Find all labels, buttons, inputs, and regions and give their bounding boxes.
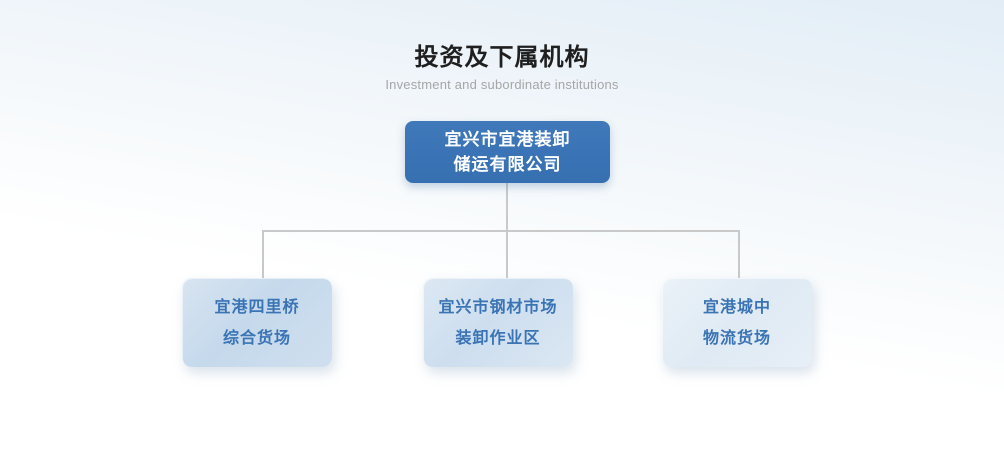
org-child-node-2: 宜兴市钢材市场 装卸作业区	[423, 278, 573, 367]
org-child-1-name-line1: 宜港四里桥	[214, 298, 300, 316]
org-child-1-name-line2: 综合货场	[222, 329, 291, 347]
org-root-node: 宜兴市宜港装卸 储运有限公司	[405, 121, 610, 183]
page-subtitle: Investment and subordinate institutions	[385, 76, 619, 92]
org-child-3-name-line1: 宜港城中	[702, 298, 771, 316]
page-header: 投资及下属机构 Investment and subordinate insti…	[0, 44, 1004, 92]
org-root-name-line1: 宜兴市宜港装卸	[444, 130, 571, 149]
org-root-name-line2: 储运有限公司	[453, 155, 562, 174]
org-child-2-name-line1: 宜兴市钢材市场	[438, 298, 558, 316]
org-child-node-1: 宜港四里桥 综合货场	[182, 278, 332, 367]
org-child-2-name-line2: 装卸作业区	[455, 329, 541, 347]
page-title: 投资及下属机构	[414, 44, 590, 71]
org-child-node-3: 宜港城中 物流货场	[662, 278, 812, 367]
org-child-3-name-line2: 物流货场	[702, 329, 771, 347]
